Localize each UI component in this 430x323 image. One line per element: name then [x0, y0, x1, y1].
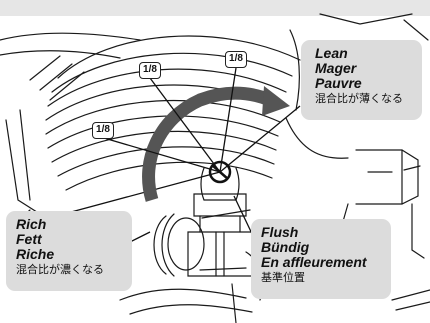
lean-label-de: Mager: [315, 60, 357, 76]
step-label: 1/8: [139, 62, 161, 79]
flush-label-en: Flush: [261, 224, 299, 240]
rich-label-de: Fett: [16, 231, 42, 247]
rich-label-fr: Riche: [16, 246, 55, 262]
rich-label-en: Rich: [16, 216, 47, 232]
lean-label-jp: 混合比が薄くなる: [315, 92, 403, 105]
flush-label-jp: 基準位置: [261, 271, 305, 284]
lean-label-fr: Pauvre: [315, 75, 362, 91]
rich-divider-line: [59, 171, 221, 216]
flush-label-fr: En affleurement: [261, 254, 367, 270]
step-label: 1/8: [225, 51, 247, 68]
lean-rotation-arc: [142, 86, 273, 202]
rich-label-jp: 混合比が濃くなる: [16, 263, 104, 276]
rich-callout: Rich Fett Riche 混合比が濃くなる: [6, 211, 132, 291]
step-label: 1/8: [92, 122, 114, 139]
flush-callout: Flush Bündig En affleurement 基準位置: [251, 219, 391, 299]
header-band: [0, 0, 430, 16]
lean-label-en: Lean: [315, 45, 348, 61]
lean-callout: Lean Mager Pauvre 混合比が薄くなる: [301, 40, 422, 120]
rotation-arrow-head: [262, 86, 290, 116]
lean-divider-line: [219, 105, 301, 173]
flush-label-de: Bündig: [261, 239, 310, 255]
